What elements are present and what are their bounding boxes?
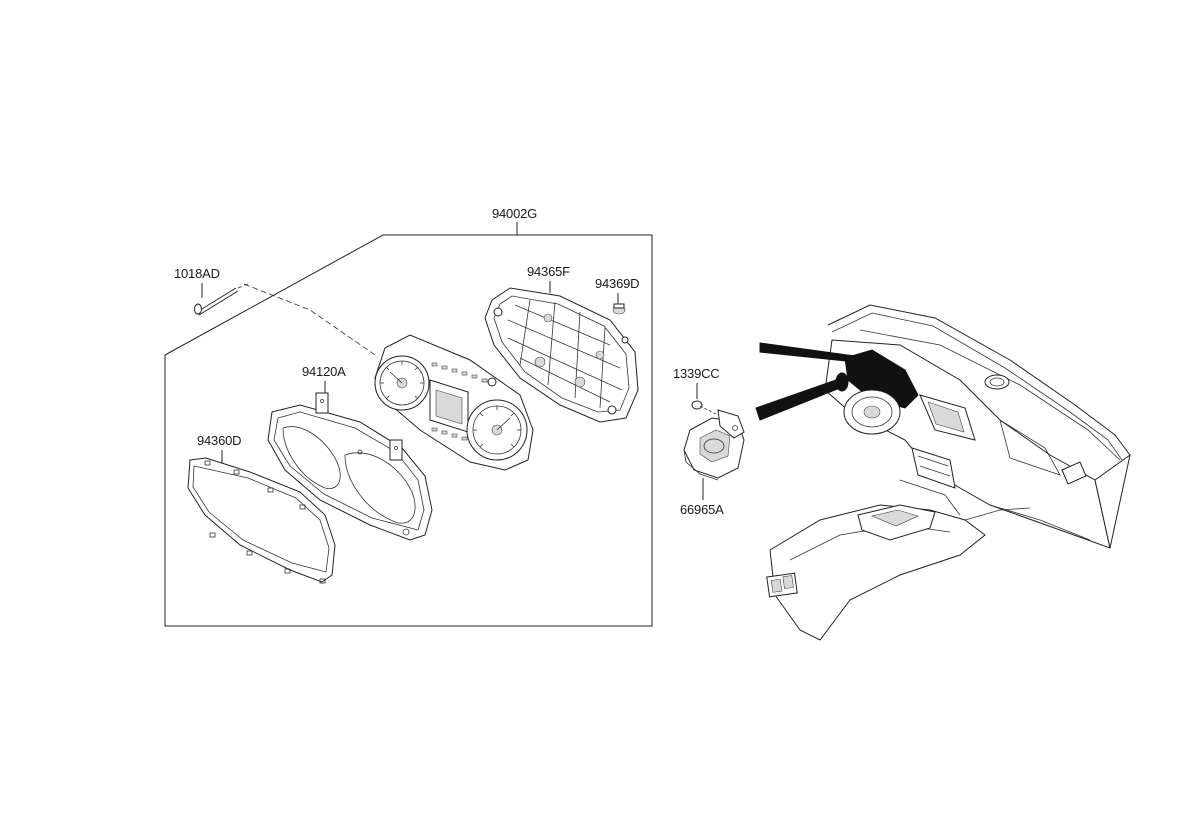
label-1339CC: 1339CC <box>673 366 720 381</box>
label-94360D: 94360D <box>197 433 241 448</box>
cluster-face-icon <box>374 334 534 471</box>
glass-part: 94360D <box>187 433 336 584</box>
label-94002G: 94002G <box>492 206 537 221</box>
bulb-icon <box>612 303 626 315</box>
label-94120A: 94120A <box>302 364 346 379</box>
label-1018AD: 1018AD <box>174 266 220 281</box>
label-66965A: 66965A <box>680 502 724 517</box>
cluster-glass-icon <box>187 457 336 583</box>
label-94369D: 94369D <box>595 276 639 291</box>
screw-icon <box>194 287 239 316</box>
cluster-case-icon <box>484 287 639 423</box>
bulb-part: 94369D <box>595 276 640 315</box>
bracket-icon <box>683 409 745 481</box>
clip-icon <box>691 400 717 415</box>
label-94365F: 94365F <box>527 264 570 279</box>
facia-part: 94120A <box>267 364 433 541</box>
dashboard-interior-icon <box>755 304 1131 641</box>
clip-part: 1339CC <box>673 366 720 415</box>
assembly-frame: 94002G <box>164 206 653 627</box>
screw-part: 1018AD <box>174 266 379 358</box>
bracket-part: 66965A <box>680 409 745 517</box>
case-part: 94365F <box>484 264 639 423</box>
facia-icon <box>267 392 433 541</box>
